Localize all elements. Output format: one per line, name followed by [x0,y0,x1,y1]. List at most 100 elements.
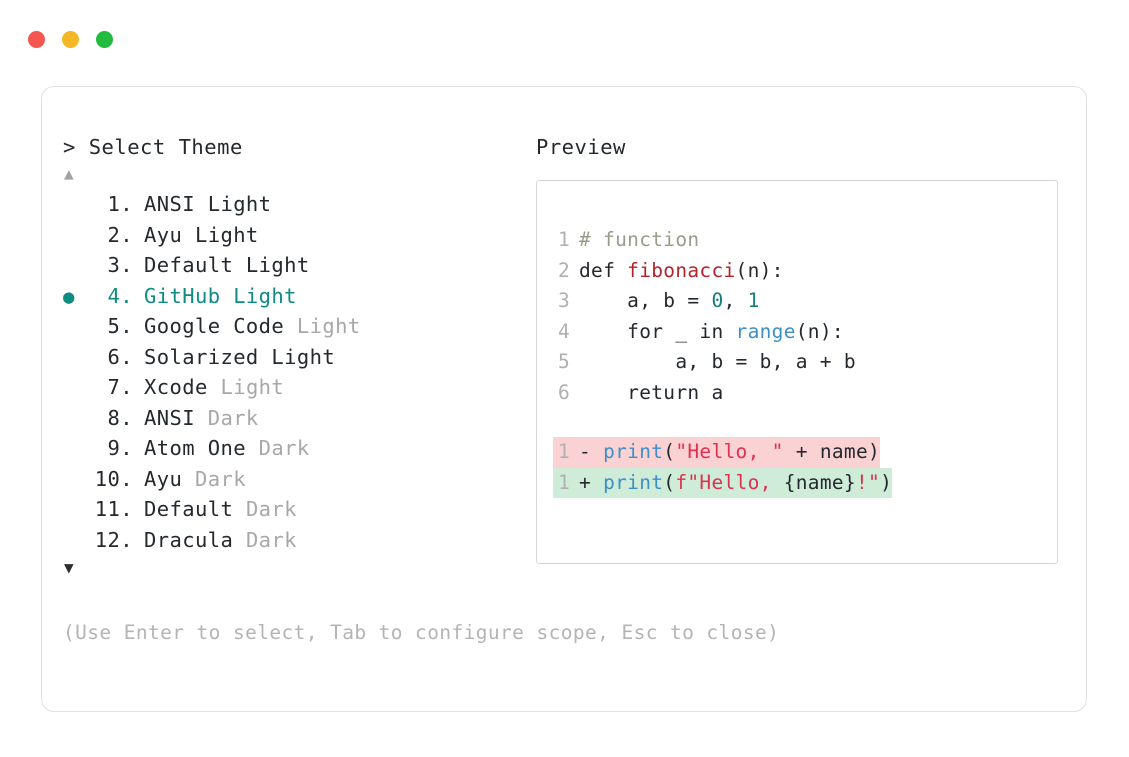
diff-block: 1- print("Hello, " + name)1+ print(f"Hel… [553,437,1057,498]
code-line: 1 # function [553,225,1057,256]
theme-item-name: ANSI Light [144,192,272,216]
line-number: 1 [557,440,570,463]
code-token: 0 [711,289,724,312]
theme-item-name: ANSI Dark [144,405,259,430]
code-token: ( [663,470,676,494]
theme-item-number: 9. [107,436,133,460]
close-window-button[interactable] [28,31,45,48]
theme-item-number: 10. [94,466,133,491]
theme-item-name: Default Light [144,253,310,277]
theme-item-number: 2. [107,222,133,247]
code-token: (n): [795,319,844,343]
diff-sign: - [579,440,604,463]
minimize-window-button[interactable] [62,31,79,48]
theme-item-number: 8. [107,405,133,430]
window-controls [28,31,113,48]
line-number: 4 [557,319,570,343]
theme-list-item[interactable]: ● 4. GitHub Light [63,281,523,312]
theme-list-item[interactable]: · 1. ANSI Light [63,189,523,220]
line-number: 2 [557,258,570,282]
bullet-placeholder: · [63,404,87,435]
theme-list-item[interactable]: ·6.Solarized Light [63,342,523,373]
bullet-placeholder: · [63,526,87,557]
theme-item-name: GitHub Light [144,283,297,308]
theme-item-name: Dracula Dark [144,527,297,552]
theme-list-item[interactable]: ·3.Default Light [63,250,523,281]
bullet-placeholder: · [63,221,87,252]
code-token: f"Hello, [675,470,784,494]
code-token: print [603,440,664,463]
diff-removed-line: 1- print("Hello, " + name) [553,437,881,468]
code-token: for _ in [579,319,736,343]
code-line: 3 a, b = 0, 1 [553,286,1057,317]
theme-item-number: 1. [107,192,133,216]
theme-list-item[interactable]: ·9.Atom One Dark [63,433,523,464]
code-token: # function [579,228,700,251]
theme-list-item[interactable]: · 7. Xcode Light [63,372,523,403]
line-number: 1 [557,228,570,251]
line-number: 6 [557,380,570,404]
code-line-text: for _ in range(n): [570,317,844,348]
theme-item-name: Default Dark [144,497,297,521]
theme-item-name: Xcode Light [144,375,285,399]
code-token: + name) [783,440,881,463]
code-line-text: def fibonacci(n): [570,256,784,287]
selected-bullet-icon: ● [63,285,75,308]
code-token: {name} [783,470,856,494]
code-token: "Hello, " [675,440,784,463]
bullet-placeholder: · [63,465,87,496]
code-token: ( [663,440,676,463]
code-token: , [723,289,748,312]
theme-item-mode: Dark [245,436,310,460]
code-token: def [579,258,628,282]
code-token: print [603,470,664,494]
scroll-down-icon[interactable]: ▼ [64,558,74,577]
theme-item-name: Ayu Light [144,222,259,247]
preview-title: Preview [536,135,626,159]
theme-item-name: Solarized Light [144,344,336,369]
theme-item-name: Ayu Dark [144,466,246,491]
maximize-window-button[interactable] [96,31,113,48]
bullet-placeholder: · [63,312,87,343]
bullet-placeholder: · [63,190,87,221]
code-line: 6 return a [553,378,1057,409]
theme-item-number: 7. [107,375,133,399]
bullet-placeholder: · [63,495,87,526]
theme-list-item[interactable]: · 2. Ayu Light [63,220,523,251]
bullet-placeholder: · [63,373,87,404]
code-line-text: a, b = b, a + b [570,347,856,378]
theme-list-item[interactable]: · 10. Ayu Dark [63,464,523,495]
theme-item-mode: Light [284,314,361,338]
theme-list-item[interactable]: · 12. Dracula Dark [63,525,523,556]
diff-sign: + [579,470,604,494]
code-spacer [553,408,1057,437]
theme-item-number: 4. [107,283,133,308]
theme-list-column: > Select Theme ▲ ·1.ANSI Light·2.Ayu Lig… [63,133,523,581]
theme-list-item[interactable]: ·11.Default Dark [63,494,523,525]
line-number: 3 [557,289,570,312]
scroll-up-icon[interactable]: ▲ [64,164,74,183]
theme-item-number: 5. [107,314,133,338]
code-token: (n): [735,258,784,282]
theme-list-item[interactable]: · 8. ANSI Dark [63,403,523,434]
theme-item-number: 12. [94,527,133,552]
code-token: ) [880,470,893,494]
page-title [76,135,89,159]
theme-item-mode: Dark [182,466,246,491]
theme-list: · 1. ANSI Light · 2. Ayu Light ·3.Default Ligh… [63,189,523,555]
code-line-text: a, b = 0, 1 [570,286,760,317]
theme-list-item[interactable]: ·5.Google Code Light [63,311,523,342]
theme-item-number: 6. [107,344,133,369]
theme-item-mode: Dark [233,527,297,552]
code-token: fibonacci [627,258,736,282]
code-line: 5 a, b = b, a + b [553,347,1057,378]
bullet-placeholder: · [63,251,87,282]
code-token: 1 [747,289,760,312]
diff-line-text: print(f"Hello, {name}!") [603,468,892,499]
code-line-text: return a [570,378,723,409]
